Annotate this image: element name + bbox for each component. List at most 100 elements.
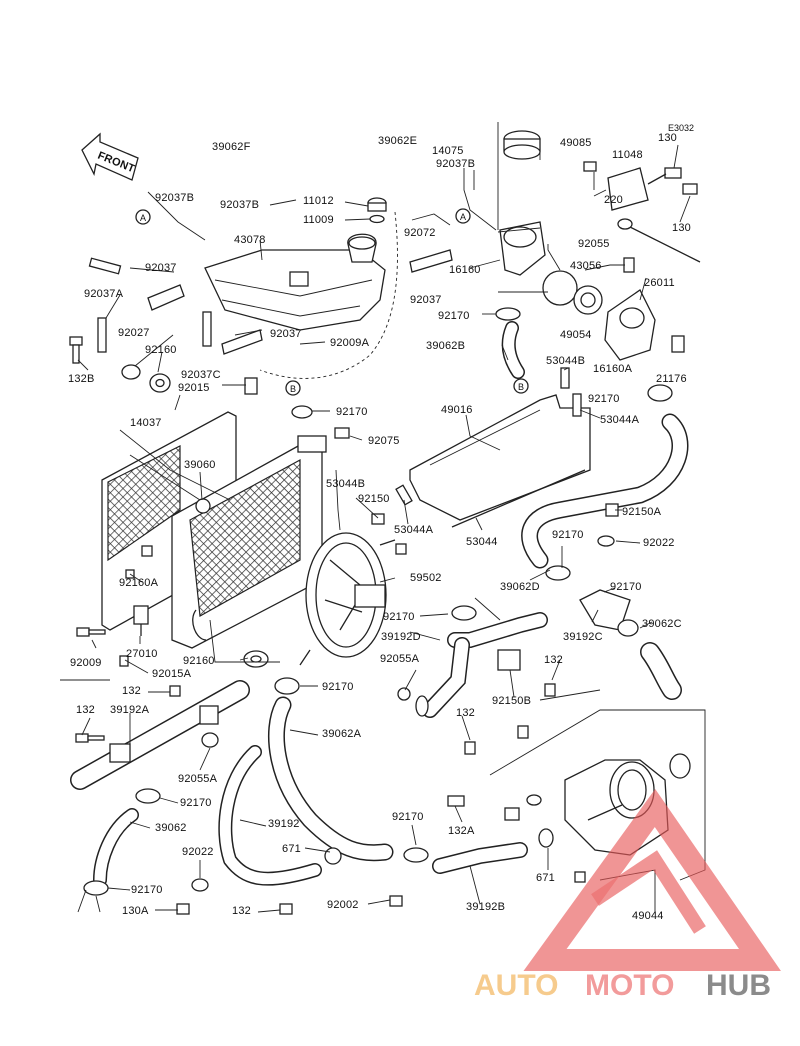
label-53044B: 53044B (546, 355, 585, 367)
callout-a-1: A (135, 209, 151, 225)
label-92027: 92027 (118, 327, 150, 339)
label-92037B: 92037B (220, 199, 259, 211)
label-92170: 92170 (392, 811, 424, 823)
label-49044: 49044 (632, 910, 664, 922)
label-39062: 39062 (155, 822, 187, 834)
label-132: 132 (232, 905, 251, 917)
grommets-53044 (395, 367, 586, 528)
label-14075: 14075 (432, 145, 464, 157)
watermark-auto: AUTO (474, 969, 558, 1002)
label-132: 132 (122, 685, 141, 697)
label-11012: 11012 (303, 195, 334, 207)
label-39192A: 39192A (110, 704, 150, 716)
label-14037: 14037 (130, 417, 162, 429)
label-49016: 49016 (441, 404, 473, 416)
label-92037: 92037 (410, 294, 442, 306)
label-11048: 11048 (612, 149, 643, 161)
diagram-code: E3032 (668, 123, 694, 133)
label-132A: 132A (448, 825, 475, 837)
bolts-130 (583, 161, 698, 195)
label-53044: 53044 (466, 536, 498, 548)
label-39192: 39192 (268, 818, 300, 830)
watermark-moto: MOTO (585, 969, 674, 1002)
bolt-43056 (623, 257, 635, 273)
label-92075: 92075 (368, 435, 400, 447)
label-92160A: 92160A (119, 577, 159, 589)
reservoir-tank (204, 233, 386, 331)
label-132: 132 (76, 704, 95, 716)
callout-b-1: B (285, 380, 301, 396)
bleed-pipe-26011 (617, 218, 701, 263)
label-92037B: 92037B (155, 192, 194, 204)
label-53044A: 53044A (394, 524, 434, 536)
svg-text:B: B (518, 382, 524, 392)
callout-b-2: B (513, 378, 529, 394)
label-26011: 26011 (644, 277, 675, 289)
label-92170: 92170 (552, 529, 584, 541)
bolt-132B (69, 336, 83, 364)
sensor-21176 (671, 335, 685, 353)
label-92009A: 92009A (330, 337, 370, 349)
label-49085: 49085 (560, 137, 592, 149)
label-39060: 39060 (184, 459, 216, 471)
label-27010: 27010 (126, 648, 158, 660)
pipe-39192D (422, 612, 548, 718)
label-132: 132 (456, 707, 475, 719)
label-92160: 92160 (145, 344, 177, 356)
label-92170: 92170 (322, 681, 354, 693)
label-59502: 59502 (410, 572, 442, 584)
grommets (121, 364, 171, 393)
reservoir-cap-11012 (367, 197, 387, 224)
label-92037A: 92037A (84, 288, 124, 300)
fan-switch-27010 (133, 605, 149, 636)
label-39062A: 39062A (322, 728, 362, 740)
hose-39062D (521, 413, 689, 569)
pipe-39192A (70, 680, 250, 790)
filler-neck-16160 (499, 221, 546, 276)
label-53044A: 53044A (600, 414, 640, 426)
label-16160A: 16160A (593, 363, 633, 375)
hose-39062A (267, 696, 394, 862)
watermark-hub: HUB (706, 969, 771, 1002)
label-92150: 92150 (358, 493, 390, 505)
label-671: 671 (282, 843, 301, 855)
label-92022: 92022 (182, 846, 214, 858)
label-92037C: 92037C (181, 369, 221, 381)
bolts (75, 377, 586, 915)
label-92037B: 92037B (436, 158, 475, 170)
label-92072: 92072 (404, 227, 436, 239)
label-92150A: 92150A (622, 506, 662, 518)
label-16160: 16160 (449, 264, 481, 276)
label-92015: 92015 (178, 382, 210, 394)
grommet-92160 (243, 650, 269, 668)
label-92170: 92170 (588, 393, 620, 405)
label-39062B: 39062B (426, 340, 465, 352)
mounting-brackets (88, 249, 453, 355)
cover-49016 (409, 394, 591, 521)
clamp-92170 (495, 307, 521, 321)
label-130A: 130A (122, 905, 149, 917)
label-92170: 92170 (131, 884, 163, 896)
label-39062E: 39062E (378, 135, 417, 147)
label-132B: 132B (68, 373, 95, 385)
pipe-39192C (579, 589, 639, 637)
label-130: 130 (672, 222, 691, 234)
label-92037: 92037 (145, 262, 177, 274)
o-ring-92055 (542, 270, 578, 306)
label-43078: 43078 (234, 234, 266, 246)
label-39192D: 39192D (381, 631, 421, 643)
label-39192B: 39192B (466, 901, 505, 913)
label-21176: 21176 (656, 373, 687, 385)
leader-lines (60, 122, 706, 913)
label-132: 132 (544, 654, 563, 666)
label-92150B: 92150B (492, 695, 531, 707)
label-220: 220 (604, 194, 623, 206)
front-arrow-icon: FRONT (81, 132, 139, 181)
label-92170: 92170 (383, 611, 415, 623)
part-labels: 39062F 39062E 14075 49085 130 11048 9203… (68, 132, 691, 922)
svg-text:B: B (290, 384, 296, 394)
label-92055: 92055 (578, 238, 610, 250)
radiator-cap-49085 (503, 130, 541, 160)
thermostat-housing-16160A (604, 289, 656, 361)
label-49054: 49054 (560, 329, 592, 341)
